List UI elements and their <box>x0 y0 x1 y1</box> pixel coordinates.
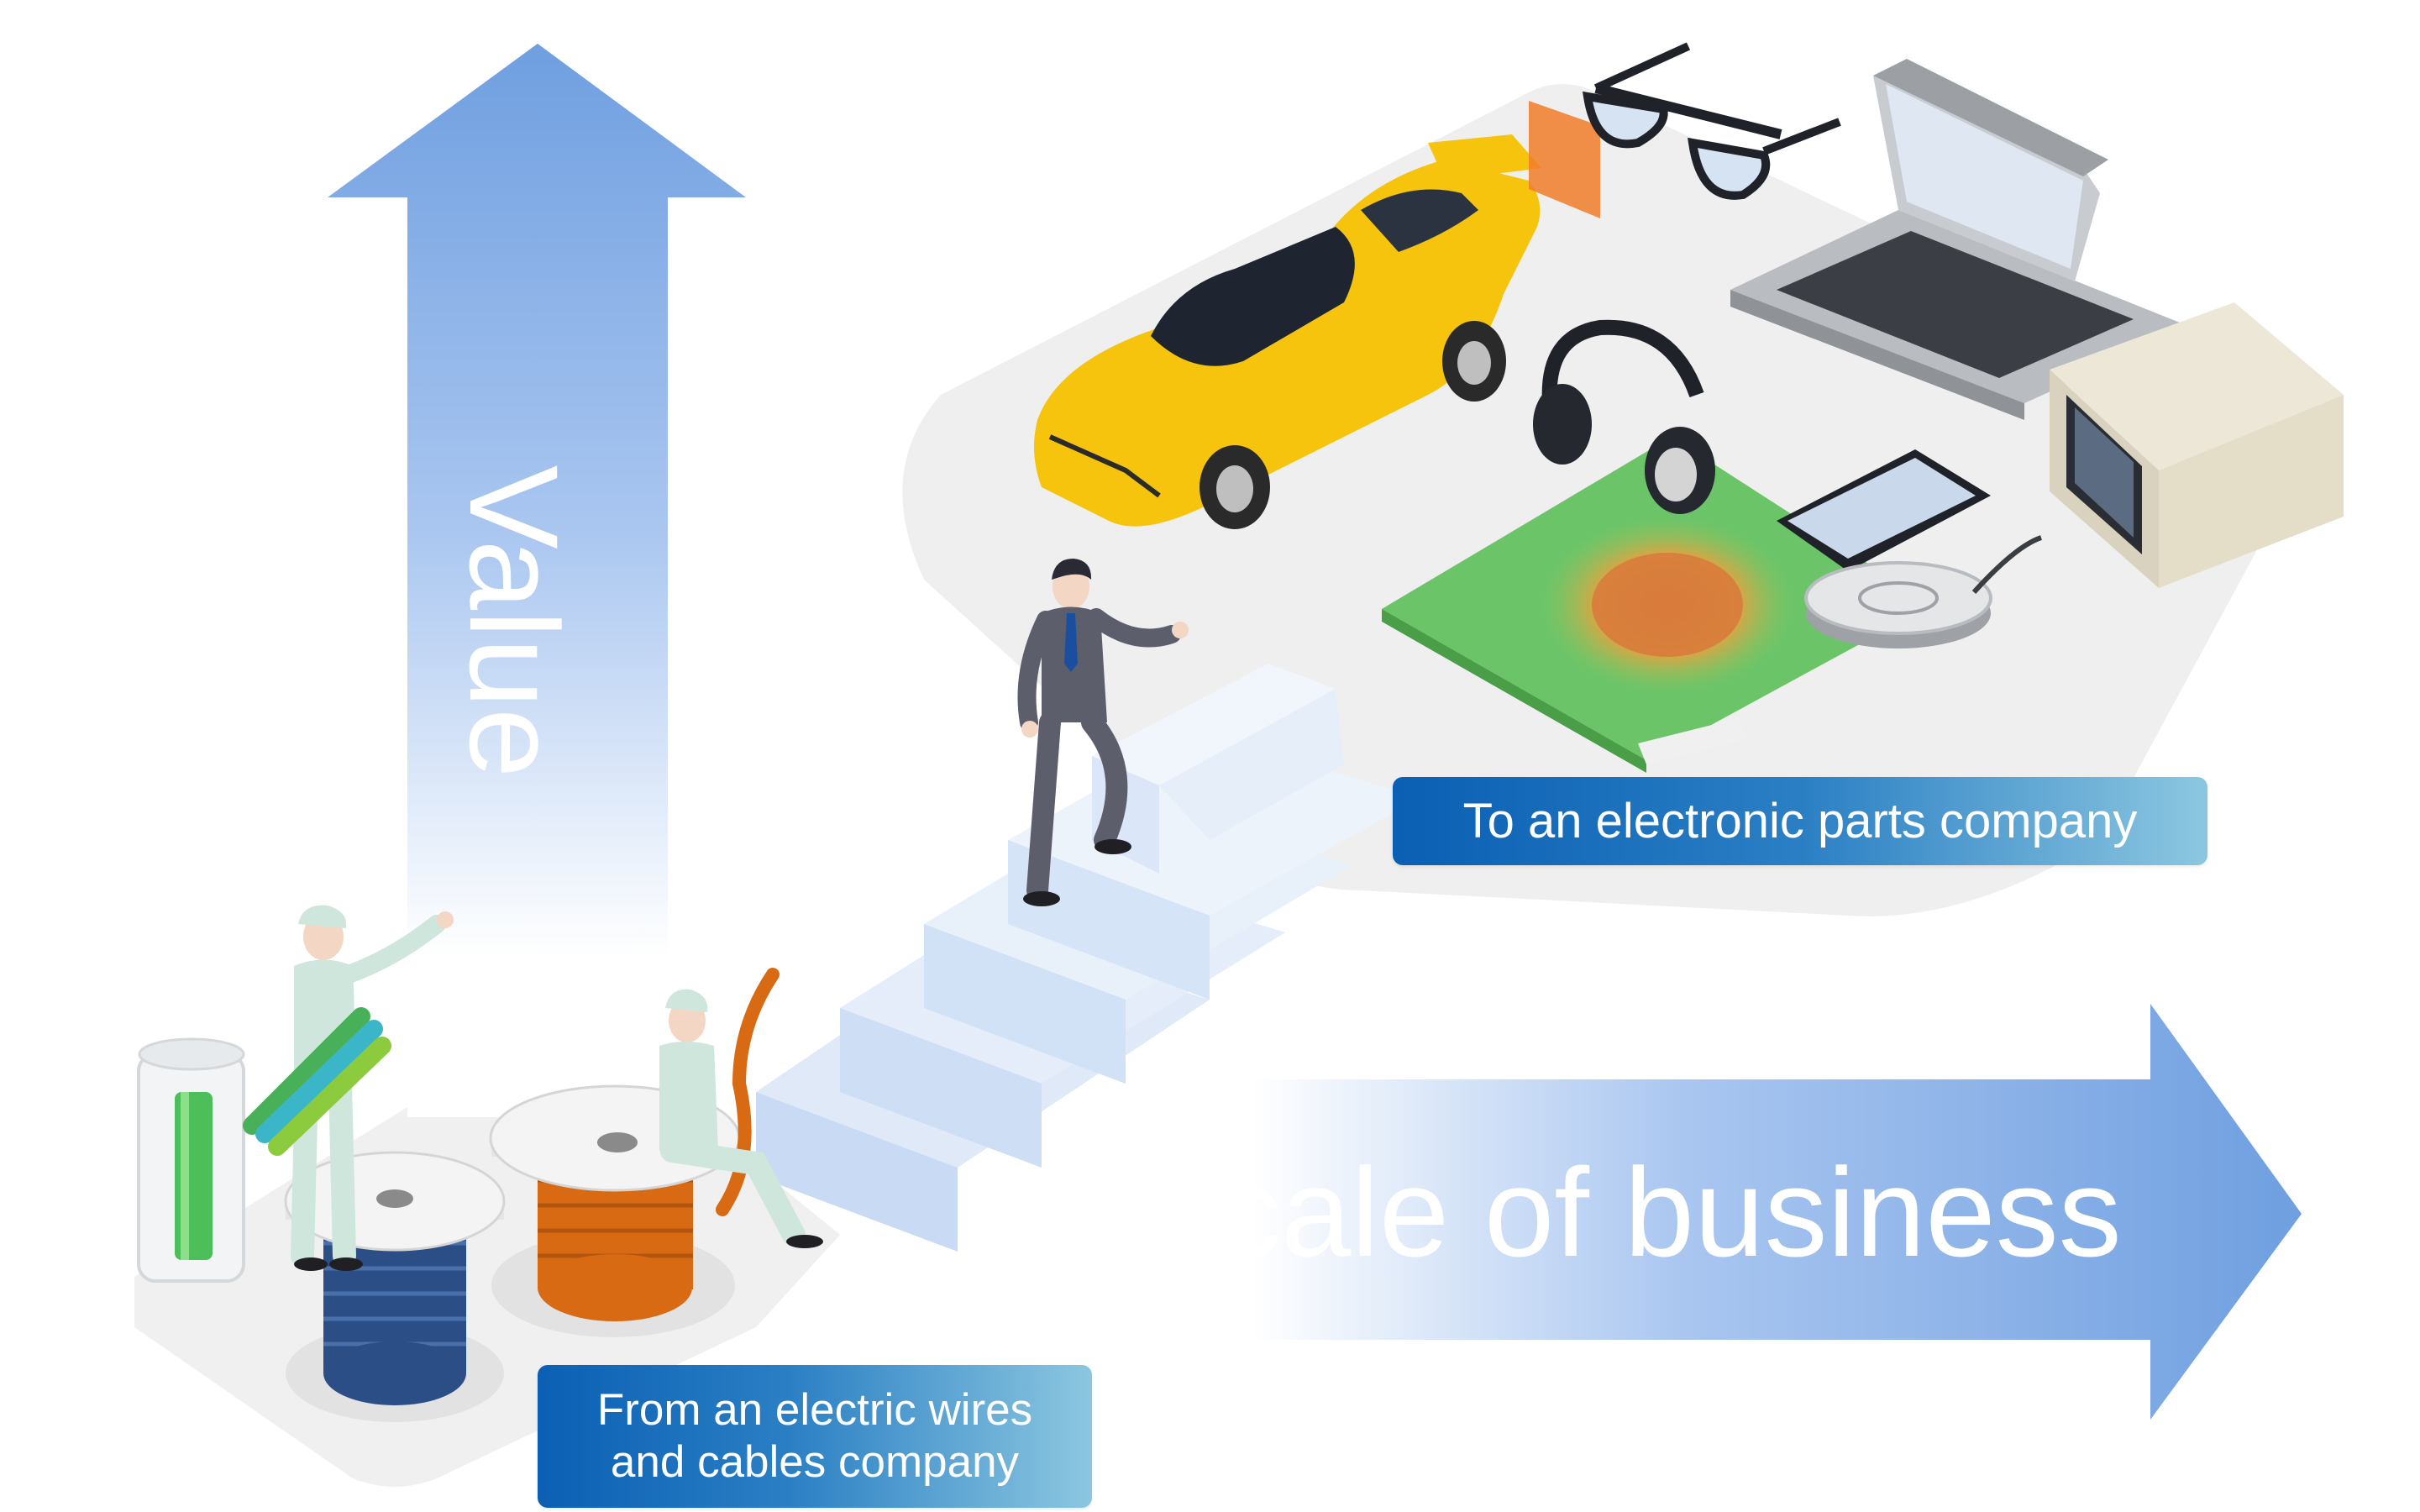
scale-axis-arrow <box>1067 1004 2302 1420</box>
start-label-line1: From an electric wires <box>596 1385 1033 1435</box>
smartphone-icon <box>1777 449 1991 571</box>
businessman-climbing-icon <box>1017 559 1189 906</box>
start-label-line2: and cables company <box>610 1437 1020 1487</box>
end-label-box: To an electronic parts company <box>1393 777 2207 865</box>
smart-glasses-icon <box>1529 42 1841 218</box>
car-icon <box>1034 134 1541 529</box>
laptop-icon <box>1730 59 2192 420</box>
microwave-icon <box>2050 302 2344 588</box>
end-label-text: To an electronic parts company <box>1462 794 2138 848</box>
wireless-charger-icon <box>1804 535 2043 648</box>
worker-pointing-icon <box>243 905 454 1271</box>
worker-sitting-icon <box>659 989 823 1248</box>
scale-axis-label: Scale of business <box>1134 1142 2122 1283</box>
cable-drum-orange-icon <box>489 968 780 1337</box>
wire-bundle-jar-icon <box>137 1037 245 1283</box>
value-axis-arrow <box>328 44 746 1117</box>
start-label-box: From an electric wires and cables compan… <box>538 1365 1092 1508</box>
headphones-icon <box>1533 319 1715 514</box>
staircase-icon <box>756 664 1420 1252</box>
value-axis-label: Value <box>444 465 585 779</box>
